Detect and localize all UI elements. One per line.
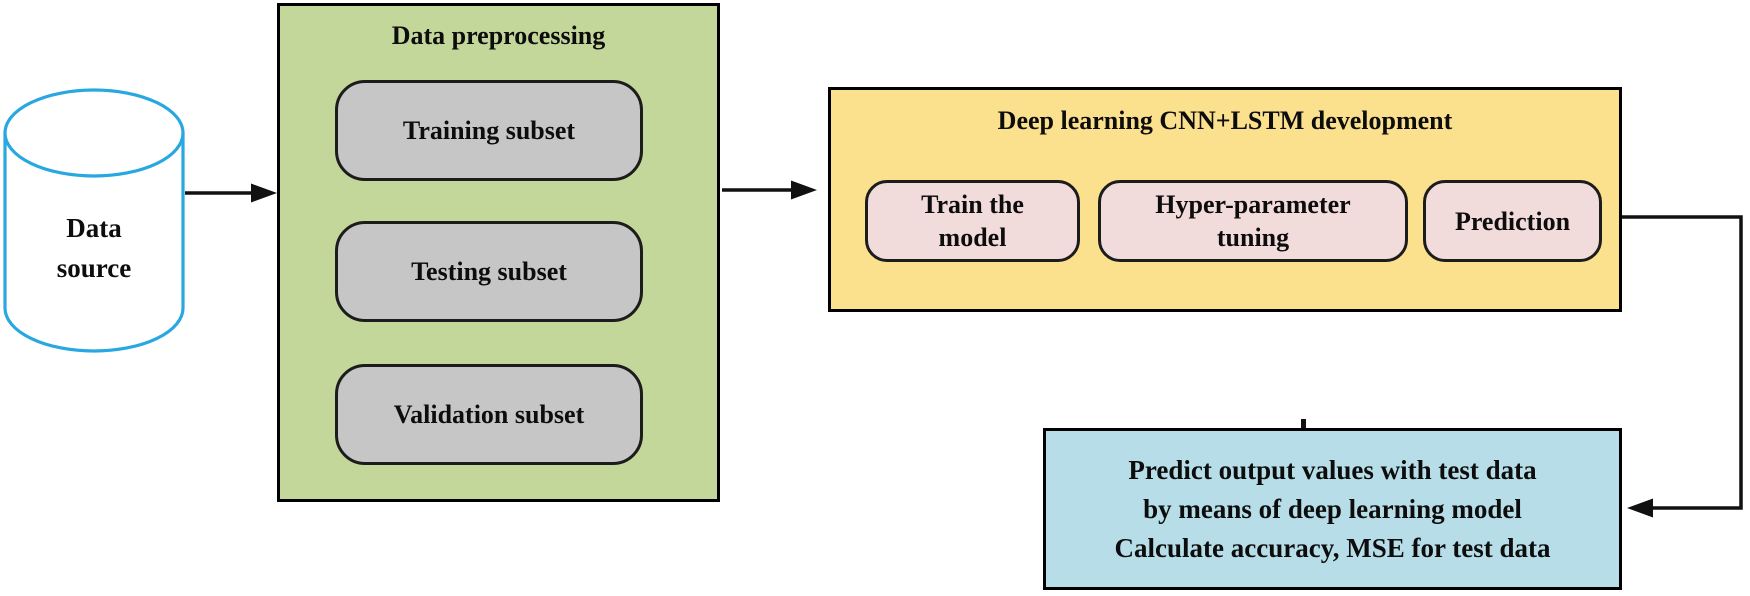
data-source-label: Data source [5,208,183,288]
validation-subset-label: Validation subset [393,400,585,429]
prediction-node: Prediction [1423,180,1602,262]
training-subset-label: Training subset [402,116,576,145]
testing-subset-node: Testing subset [335,221,643,322]
training-subset-node: Training subset [335,80,643,181]
development-title: Deep learning CNN+LSTM development [997,106,1453,135]
train-model-label: Train the model [921,190,1024,252]
arrow-source-to-preprocessing [185,183,277,203]
evaluation-box: Predict output values with test data by … [1043,428,1622,590]
data-source-label-line1: Data [66,213,122,243]
preprocessing-title: Data preprocessing [391,21,606,50]
arrow-preprocessing-to-development [722,180,817,200]
train-model-node: Train the model [865,180,1080,262]
evaluation-line2: by means of deep learning model [1143,493,1522,524]
hyper-parameter-tuning-node: Hyper-parameter tuning [1098,180,1408,262]
preprocessing-box: Data preprocessing Training subset Testi… [277,3,720,502]
data-source-label-line2: source [56,253,132,283]
evaluation-line3: Calculate accuracy, MSE for test data [1114,532,1551,563]
hyper-parameter-tuning-label: Hyper-parameter tuning [1155,190,1351,252]
validation-subset-node: Validation subset [335,364,643,465]
testing-subset-label: Testing subset [411,257,567,286]
evaluation-line1: Predict output values with test data [1128,454,1537,485]
development-box: Deep learning CNN+LSTM development Train… [828,87,1622,312]
prediction-label: Prediction [1454,206,1571,236]
